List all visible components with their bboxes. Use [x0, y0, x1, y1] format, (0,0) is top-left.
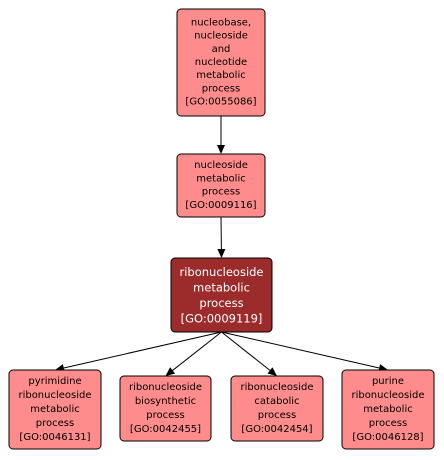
node-label-line: ribonucleoside	[351, 390, 424, 401]
nodes-layer: nucleobase, nucleoside and nucleotide metabo…	[8, 8, 435, 450]
node-box[interactable]	[176, 153, 266, 218]
node-label-line: process	[36, 418, 74, 429]
node-go-id: [GO:0055086]	[185, 97, 256, 108]
node-label-line: process	[369, 418, 407, 429]
edge-n3-n7	[221, 331, 380, 369]
node-label-line: process	[199, 296, 243, 310]
node-nucleoside-metabolic-process[interactable]: nucleoside metabolic process [GO:0009116]	[176, 153, 266, 218]
node-box[interactable]	[341, 369, 435, 450]
node-label-line: ribonucleoside	[179, 265, 263, 279]
node-box[interactable]	[119, 375, 212, 442]
node-go-id: [GO:0042455]	[130, 424, 201, 435]
node-label-line: metabolic	[196, 70, 245, 81]
node-pyrimidine-ribonucleoside-metabolic-process[interactable]: pyrimidine ribonucleoside metabolic process…	[8, 369, 102, 450]
node-go-id: [GO:0042454]	[241, 424, 312, 435]
node-purine-ribonucleoside-metabolic-process[interactable]: purine ribonucleoside metabolic process [GO:…	[341, 369, 435, 450]
arrowhead-n3-n5	[165, 367, 176, 376]
edge-n3-n5	[172, 331, 222, 371]
node-label-line: biosynthetic	[135, 396, 196, 407]
node-label-line: purine	[372, 376, 404, 387]
node-label-line: ribonucleoside	[129, 382, 202, 393]
node-label-line: nucleoside	[194, 31, 248, 42]
node-label-line: nucleoside	[194, 160, 248, 171]
node-label-line: process	[146, 410, 184, 421]
node-label-line: pyrimidine	[28, 376, 81, 387]
node-label-line: metabolic	[193, 280, 250, 294]
node-box[interactable]	[230, 375, 324, 442]
node-label-line: process	[258, 410, 296, 421]
node-label-line: nucleotide	[195, 57, 247, 68]
arrowhead-n1-n2	[217, 145, 225, 154]
arrowhead-n3-n6	[267, 367, 277, 376]
edge-n3-n4	[63, 331, 222, 369]
node-ribonucleoside-biosynthetic-process[interactable]: ribonucleoside biosynthetic process [GO:004…	[119, 375, 212, 442]
edge-n3-n6	[221, 331, 271, 371]
node-go-id: [GO:0046131]	[19, 432, 90, 443]
node-label-line: nucleobase,	[191, 17, 251, 28]
node-label-line: ribonucleoside	[18, 390, 91, 401]
node-box[interactable]	[8, 369, 102, 450]
node-label-line: process	[202, 83, 240, 94]
node-label-line: catabolic	[254, 396, 299, 407]
node-label-line: metabolic	[30, 404, 79, 415]
node-nucleobase-nucleoside-nucleotide-metabolic-process[interactable]: nucleobase, nucleoside and nucleotide metabo…	[176, 8, 266, 117]
node-label-line: and	[212, 44, 231, 55]
node-go-id: [GO:0009116]	[185, 200, 256, 211]
node-box[interactable]	[170, 257, 273, 333]
node-go-id: [GO:0009119]	[181, 311, 263, 325]
arrowhead-n2-n3	[217, 248, 226, 258]
node-go-id: [GO:0046128]	[352, 432, 423, 443]
node-ribonucleoside-catabolic-process[interactable]: ribonucleoside catabolic process [GO:004245…	[230, 375, 324, 442]
node-label-line: process	[202, 187, 240, 198]
node-box[interactable]	[176, 8, 266, 117]
node-label-line: metabolic	[196, 173, 245, 184]
node-label-line: metabolic	[363, 404, 412, 415]
node-label-line: ribonucleoside	[240, 382, 313, 393]
